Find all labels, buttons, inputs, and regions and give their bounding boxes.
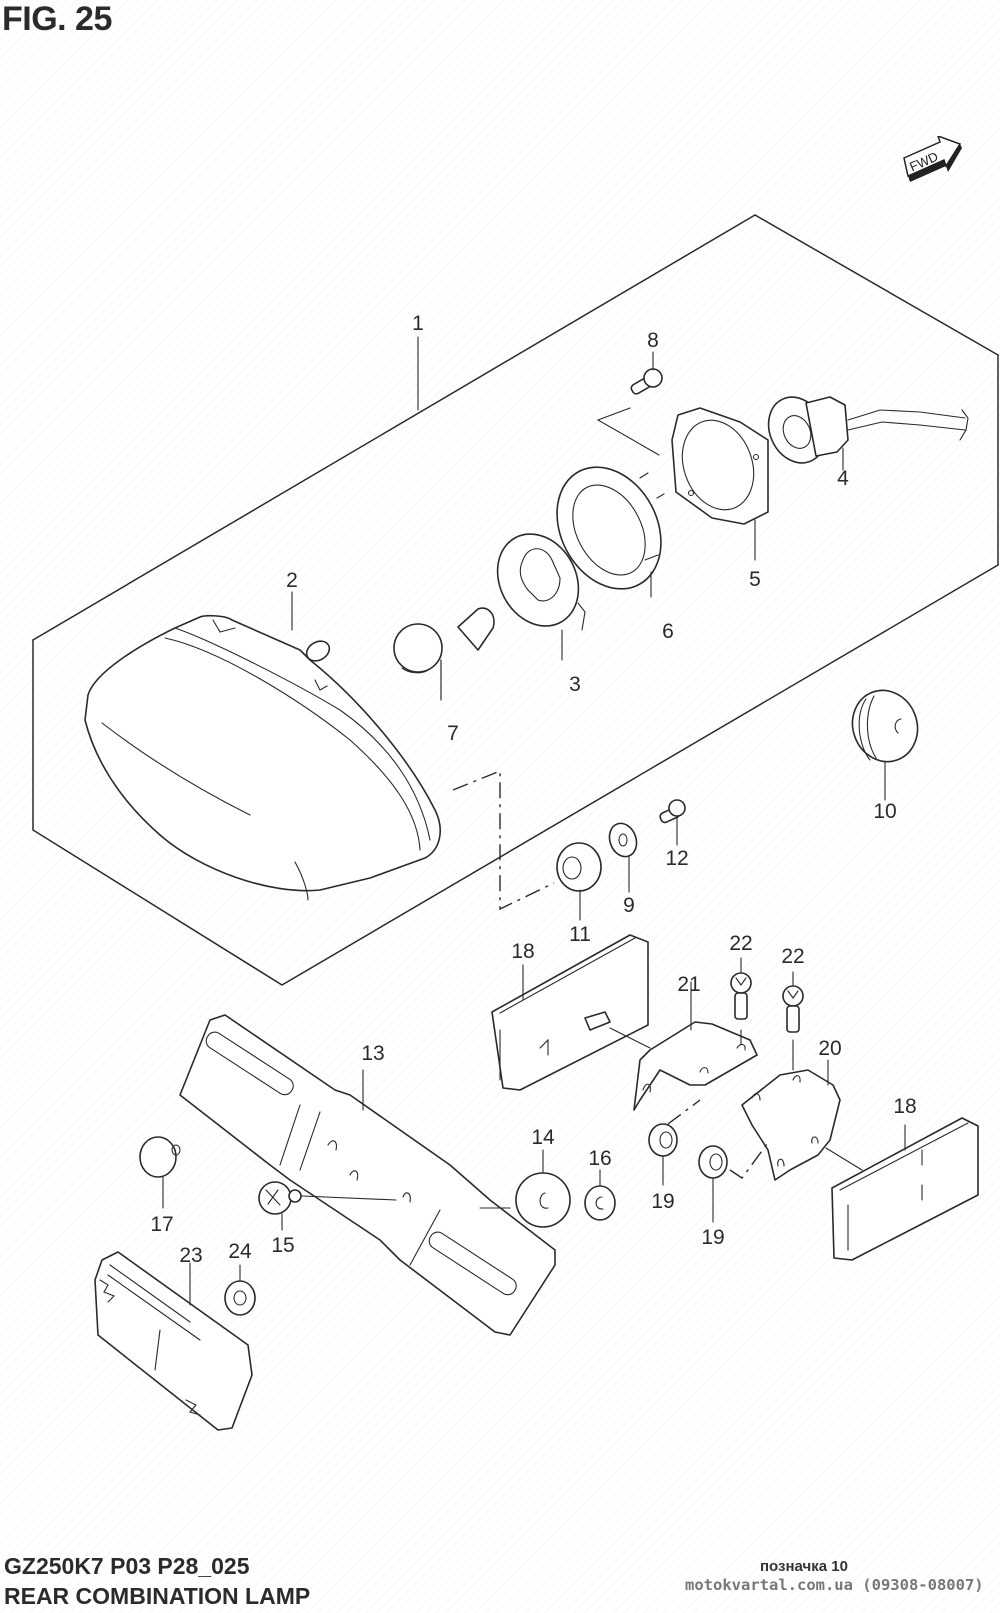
part-19-nut-a <box>648 1099 701 1186</box>
callout-23: 23 <box>179 1244 202 1267</box>
callout-1: 1 <box>412 312 424 335</box>
callout-11: 11 <box>569 923 591 946</box>
callout-4: 4 <box>837 467 849 490</box>
part-10-cushion <box>851 689 919 801</box>
part-13-license-bracket <box>179 1014 556 1336</box>
part-23-rear-reflector <box>94 1251 253 1431</box>
callout-6: 6 <box>662 620 674 643</box>
callout-19-a: 19 <box>651 1190 674 1213</box>
callout-22-a: 22 <box>729 932 752 955</box>
part-17-cushion <box>139 1136 181 1209</box>
callout-20: 20 <box>818 1037 841 1060</box>
part-3-retainer-plate <box>496 533 586 661</box>
leader-assembly-11 <box>452 769 555 911</box>
callout-14: 14 <box>531 1126 555 1149</box>
callout-24: 24 <box>228 1240 252 1263</box>
callout-13: 13 <box>361 1042 384 1065</box>
model-code: GZ250K7 P03 P28_025 <box>4 1553 250 1579</box>
callout-9: 9 <box>623 894 635 917</box>
part-18-left-reflector <box>491 934 651 1091</box>
callout-7: 7 <box>447 722 459 745</box>
callout-22-b: 22 <box>781 945 804 968</box>
part-14-washer <box>515 1149 571 1228</box>
figure-title: FIG. 25 <box>2 0 112 38</box>
part-11-grommet <box>556 842 602 921</box>
part-5-gasket-plate <box>671 407 769 561</box>
part-20-bracket <box>741 1059 863 1181</box>
callout-16: 16 <box>588 1147 611 1170</box>
callout-8: 8 <box>647 329 659 352</box>
part-19-nut-b <box>698 1139 771 1223</box>
assembly-box-outline <box>32 214 999 986</box>
part-6-lock-ring <box>556 466 665 598</box>
callout-19-b: 19 <box>701 1226 724 1249</box>
assembly-name: REAR COMBINATION LAMP <box>4 1583 311 1609</box>
callout-3: 3 <box>569 673 581 696</box>
callout-2: 2 <box>286 569 298 592</box>
callout-21: 21 <box>677 973 700 996</box>
part-15-screw <box>258 1181 397 1231</box>
part-21-bracket <box>633 981 758 1111</box>
part-9-washer <box>608 822 638 893</box>
callout-17: 17 <box>150 1213 173 1236</box>
callout-18-left: 18 <box>511 940 534 963</box>
part-24-nut <box>224 1264 256 1316</box>
callout-5: 5 <box>749 568 761 591</box>
watermark-mark: позначка 10 <box>760 1558 848 1575</box>
callout-18-right: 18 <box>893 1095 916 1118</box>
callout-12: 12 <box>665 847 688 870</box>
part-4-socket <box>767 396 969 471</box>
callout-10: 10 <box>873 800 896 823</box>
part-18-right-reflector <box>831 1117 979 1261</box>
part-8-screw <box>596 351 663 456</box>
part-22-screw-b <box>782 971 804 1071</box>
fwd-arrow-icon: FWD <box>903 136 962 182</box>
part-22-screw-a <box>730 957 752 1045</box>
part-7-bulb <box>393 607 495 701</box>
watermark-site: motokvartal.com.ua (09308-08007) <box>685 1576 984 1594</box>
part-12-screw <box>659 799 686 846</box>
part-2-lens-housing <box>84 614 441 901</box>
callout-15: 15 <box>271 1234 294 1257</box>
part-16-nut <box>584 1169 616 1221</box>
